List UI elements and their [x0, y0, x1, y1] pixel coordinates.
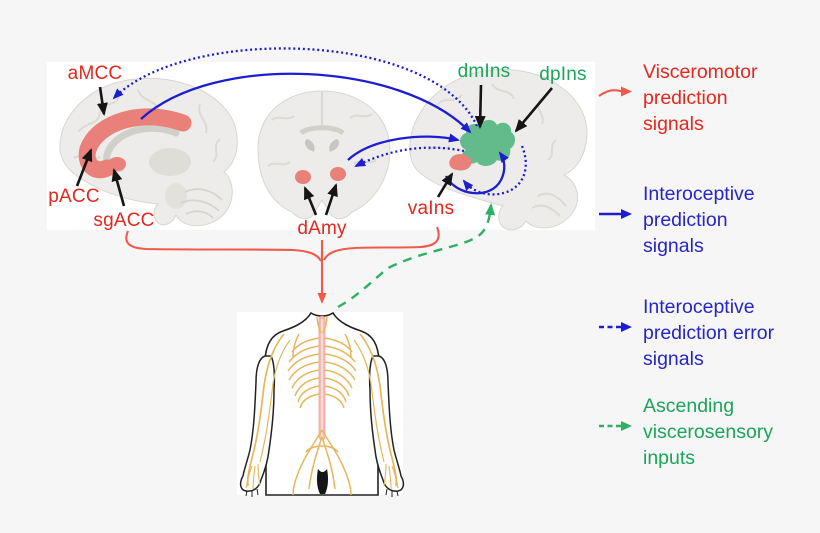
label-sgacc: sgACC: [93, 210, 155, 231]
label-pointer-arrows: [75, 84, 553, 216]
acc-region-highlight: [78, 108, 192, 179]
prediction-arrow-amygdala-to-insula: [347, 133, 460, 161]
sgacc-region-highlight: [108, 157, 126, 171]
legend-item-visceromotor: Visceromotor prediction signals: [597, 59, 785, 137]
legend-label-prediction-error: Interoceptive prediction error signals: [643, 296, 775, 370]
amcc-pointer-arrow: [96, 86, 108, 116]
legend-label-visceromotor: Visceromotor prediction signals: [643, 61, 758, 135]
label-vains: vaIns: [407, 198, 455, 219]
green-dashed-arrow-icon: [599, 421, 632, 431]
pacc-pointer-arrow: [75, 148, 93, 187]
legend-label-ascending-inputs: Ascending viscerosensory inputs: [643, 395, 774, 469]
blue-solid-arrow-icon: [599, 209, 632, 219]
label-damy: dAmy: [297, 218, 347, 239]
label-dmins: dmIns: [457, 61, 511, 82]
sgacc-pointer-arrow: [111, 168, 126, 207]
dmins-pointer-arrow: [474, 84, 486, 129]
left-amygdala-highlight: [295, 170, 311, 184]
prediction-error-loop-dpins-to-vains: [462, 145, 527, 196]
damy-right-pointer-arrow: [324, 183, 338, 216]
legend-label-interoceptive-prediction: Interoceptive prediction signals: [643, 183, 755, 257]
legend-item-ascending-inputs: Ascending viscerosensory inputs: [597, 393, 785, 471]
legend-item-interoceptive-prediction: Interoceptive prediction signals: [597, 181, 785, 259]
dpins-pointer-arrow: [514, 87, 553, 133]
label-dpins: dpIns: [539, 64, 587, 85]
damy-left-pointer-arrow: [303, 186, 318, 216]
vains-region-highlight: [449, 154, 472, 171]
red-solid-arrow-icon: [598, 86, 632, 97]
coronal-brain-image: [257, 90, 391, 219]
prediction-error-arc-insula-to-amcc: [112, 47, 479, 127]
label-amcc: aMCC: [67, 63, 123, 84]
visceromotor-output-brace: [125, 226, 440, 304]
prediction-arc-amcc-to-insula: [140, 72, 472, 134]
vains-pointer-arrow: [436, 172, 454, 198]
legend-item-prediction-error: Interoceptive prediction error signals: [597, 294, 785, 372]
right-amygdala-highlight: [330, 167, 346, 181]
peripheral-nerves: [245, 315, 399, 496]
ascending-viscerosensory-arrow: [337, 203, 496, 309]
body-nervous-system-image: [239, 311, 405, 497]
prediction-loop-vains-to-dpins: [444, 151, 509, 195]
label-pacc: pACC: [48, 186, 100, 207]
blue-dashed-arrow-icon: [599, 322, 632, 332]
